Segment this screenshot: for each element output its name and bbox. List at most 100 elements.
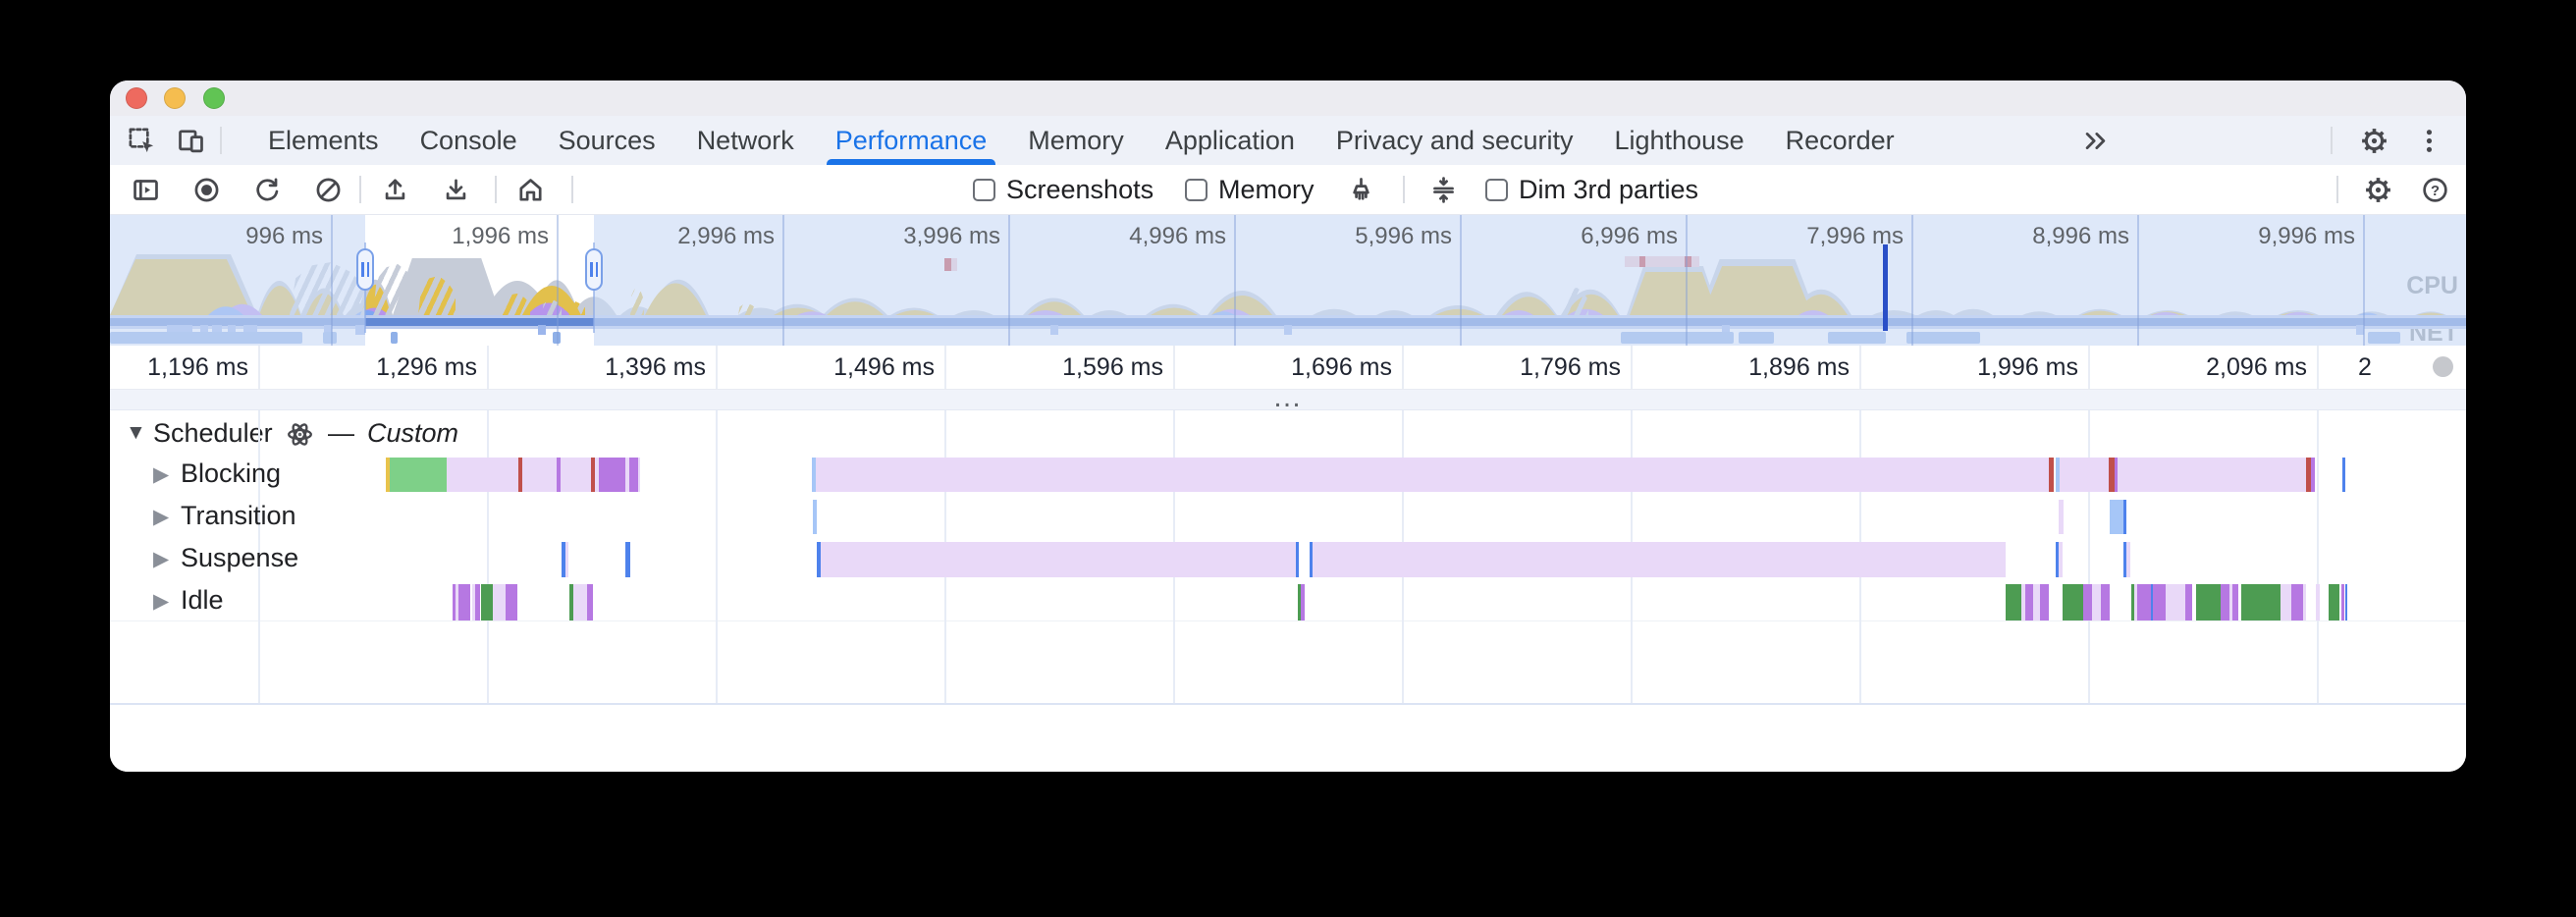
blocking-bar[interactable] (518, 458, 522, 492)
idle-bar[interactable] (2153, 584, 2166, 620)
blocking-bar[interactable] (591, 458, 595, 492)
blocking-bar[interactable] (2342, 458, 2345, 492)
checkbox-box[interactable] (973, 178, 995, 201)
track-row-label-suspense[interactable]: Suspense (181, 543, 299, 572)
suspense-bar[interactable] (817, 542, 821, 577)
blocking-bar[interactable] (812, 458, 816, 492)
track-row-label-blocking[interactable]: Blocking (181, 458, 282, 488)
idle-bar[interactable] (458, 584, 470, 620)
expand-triangle-icon[interactable]: ▶ (153, 506, 170, 528)
suspense-bar[interactable] (821, 542, 1296, 577)
minimize-window-button[interactable] (164, 87, 186, 109)
idle-bar[interactable] (475, 584, 480, 620)
suspense-bar[interactable] (565, 542, 568, 577)
close-window-button[interactable] (126, 87, 147, 109)
tab-console[interactable]: Console (419, 126, 517, 155)
tab-network[interactable]: Network (696, 126, 794, 155)
idle-bar[interactable] (1301, 584, 1305, 620)
idle-bar[interactable] (2166, 584, 2185, 620)
blocking-bar[interactable] (2109, 458, 2115, 492)
idle-bar[interactable] (587, 584, 593, 620)
idle-bar[interactable] (2025, 584, 2033, 620)
idle-bar[interactable] (2303, 584, 2306, 620)
idle-bar[interactable] (2329, 584, 2339, 620)
memory-checkbox[interactable]: Memory (1185, 165, 1315, 214)
zoom-window-button[interactable] (203, 87, 225, 109)
idle-bar[interactable] (2196, 584, 2221, 620)
suspense-bar[interactable] (2123, 542, 2126, 577)
selection-handle-right[interactable] (585, 248, 603, 291)
inspect-icon[interactable] (120, 119, 163, 162)
expand-triangle-icon[interactable]: ▶ (153, 548, 170, 570)
transition-bar[interactable] (813, 500, 817, 534)
blocking-bar[interactable] (2056, 458, 2060, 492)
idle-bar[interactable] (1298, 584, 1301, 620)
timeline-overview[interactable]: CPU NET 996 ms1,996 ms2,996 ms3,996 ms4,… (110, 214, 2466, 347)
kebab-menu-icon[interactable] (2407, 119, 2450, 162)
tab-privacy-and-security[interactable]: Privacy and security (1335, 126, 1574, 155)
tab-lighthouse[interactable]: Lighthouse (1614, 126, 1744, 155)
record-icon[interactable] (185, 168, 228, 211)
screenshots-checkbox[interactable]: Screenshots (973, 165, 1154, 214)
suspense-bar[interactable] (2056, 542, 2059, 577)
idle-bar[interactable] (2281, 584, 2291, 620)
track-row-label-idle[interactable]: Idle (181, 585, 224, 615)
tab-performance[interactable]: Performance (815, 116, 1008, 165)
blocking-bar[interactable] (2311, 458, 2315, 492)
overview-splitter-handle[interactable]: … (110, 381, 2466, 413)
blocking-bar[interactable] (816, 458, 2049, 492)
idle-bar[interactable] (2063, 584, 2083, 620)
reload-icon[interactable] (245, 168, 289, 211)
download-icon[interactable] (434, 168, 477, 211)
upload-icon[interactable] (373, 168, 416, 211)
idle-bar[interactable] (456, 584, 458, 620)
checkbox-box[interactable] (1185, 178, 1208, 201)
blocking-bar[interactable] (2306, 458, 2311, 492)
idle-bar[interactable] (453, 584, 456, 620)
blocking-bar[interactable] (2060, 458, 2109, 492)
idle-bar[interactable] (2101, 584, 2110, 620)
idle-bar[interactable] (506, 584, 517, 620)
idle-bar[interactable] (2241, 584, 2281, 620)
suspense-bar[interactable] (2126, 542, 2130, 577)
device-toolbar-icon[interactable] (169, 119, 212, 162)
idle-bar[interactable] (493, 584, 500, 620)
idle-bar[interactable] (569, 584, 573, 620)
tab-memory[interactable]: Memory (1028, 126, 1124, 155)
idle-bar[interactable] (2137, 584, 2151, 620)
blocking-bar[interactable] (557, 458, 561, 492)
dim-3rd-parties-checkbox[interactable]: Dim 3rd parties (1485, 165, 1698, 214)
collect-garbage-icon[interactable] (1339, 168, 1382, 211)
idle-bar[interactable] (2185, 584, 2192, 620)
track-scheduler-header[interactable]: ▼ Scheduler — Custom (110, 418, 2466, 452)
idle-bar[interactable] (2092, 584, 2101, 620)
help-icon[interactable]: ? (2413, 168, 2456, 211)
idle-bar[interactable] (500, 584, 506, 620)
idle-bar[interactable] (2345, 584, 2347, 620)
tab-recorder[interactable]: Recorder (1785, 126, 1895, 155)
blocking-bar[interactable] (390, 458, 447, 492)
idle-bar[interactable] (2316, 584, 2320, 620)
idle-bar[interactable] (2151, 584, 2153, 620)
suspense-bar[interactable] (1313, 542, 2006, 577)
suspense-bar[interactable] (1296, 542, 1299, 577)
idle-bar[interactable] (481, 584, 493, 620)
clear-icon[interactable] (306, 168, 349, 211)
suspense-bar[interactable] (562, 542, 565, 577)
idle-bar[interactable] (2033, 584, 2040, 620)
collapse-triangle-icon[interactable]: ▼ (126, 421, 146, 444)
suspense-bar[interactable] (625, 542, 630, 577)
idle-bar[interactable] (2232, 584, 2238, 620)
idle-bar[interactable] (2341, 584, 2344, 620)
track-row-label-transition[interactable]: Transition (181, 501, 296, 530)
idle-bar[interactable] (2021, 584, 2025, 620)
blocking-bar[interactable] (599, 458, 625, 492)
playhead-marker[interactable] (1883, 244, 1888, 331)
home-icon[interactable] (509, 168, 552, 211)
blocking-bar[interactable] (2118, 458, 2306, 492)
collapse-icon[interactable] (1422, 168, 1465, 211)
expand-triangle-icon[interactable]: ▶ (153, 590, 170, 613)
idle-bar[interactable] (2083, 584, 2092, 620)
idle-bar[interactable] (472, 584, 475, 620)
flame-chart-tracks[interactable]: ▼ Scheduler — Custom ▶ Blocking ▶ Transitio… (110, 410, 2466, 705)
